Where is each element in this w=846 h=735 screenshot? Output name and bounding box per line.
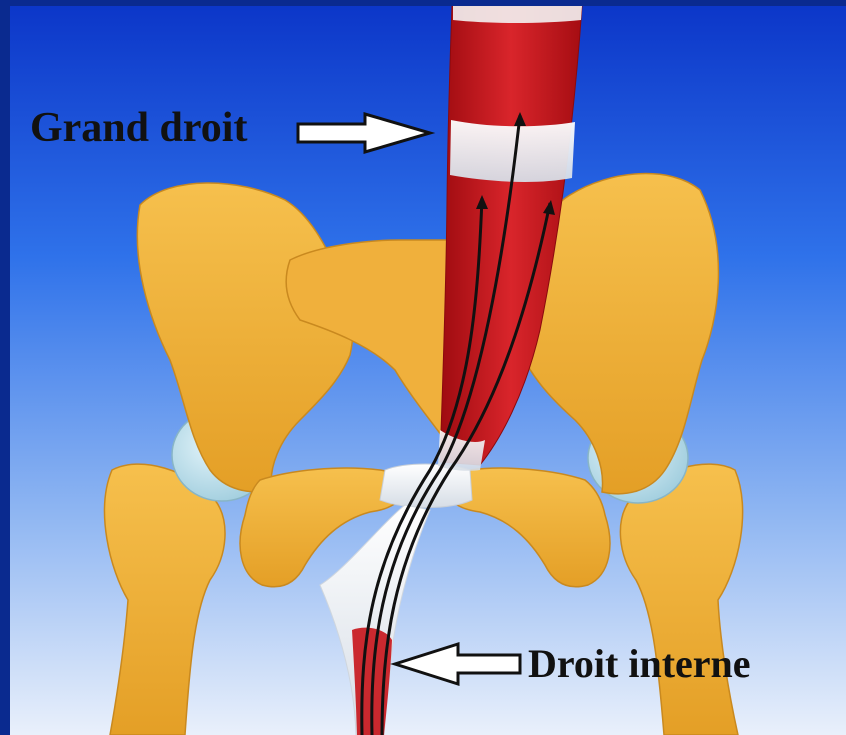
left-outline-arrow-icon bbox=[395, 644, 520, 684]
grand-droit-label: Grand droit bbox=[30, 104, 247, 152]
right-femur bbox=[620, 464, 742, 735]
droit-interne-label: Droit interne bbox=[528, 640, 751, 687]
left-ilium bbox=[137, 183, 352, 492]
left-femur bbox=[105, 464, 225, 735]
right-outline-arrow-icon bbox=[298, 114, 430, 152]
pubic-symphysis bbox=[380, 464, 472, 508]
tendinous-intersection-top bbox=[453, 6, 582, 23]
